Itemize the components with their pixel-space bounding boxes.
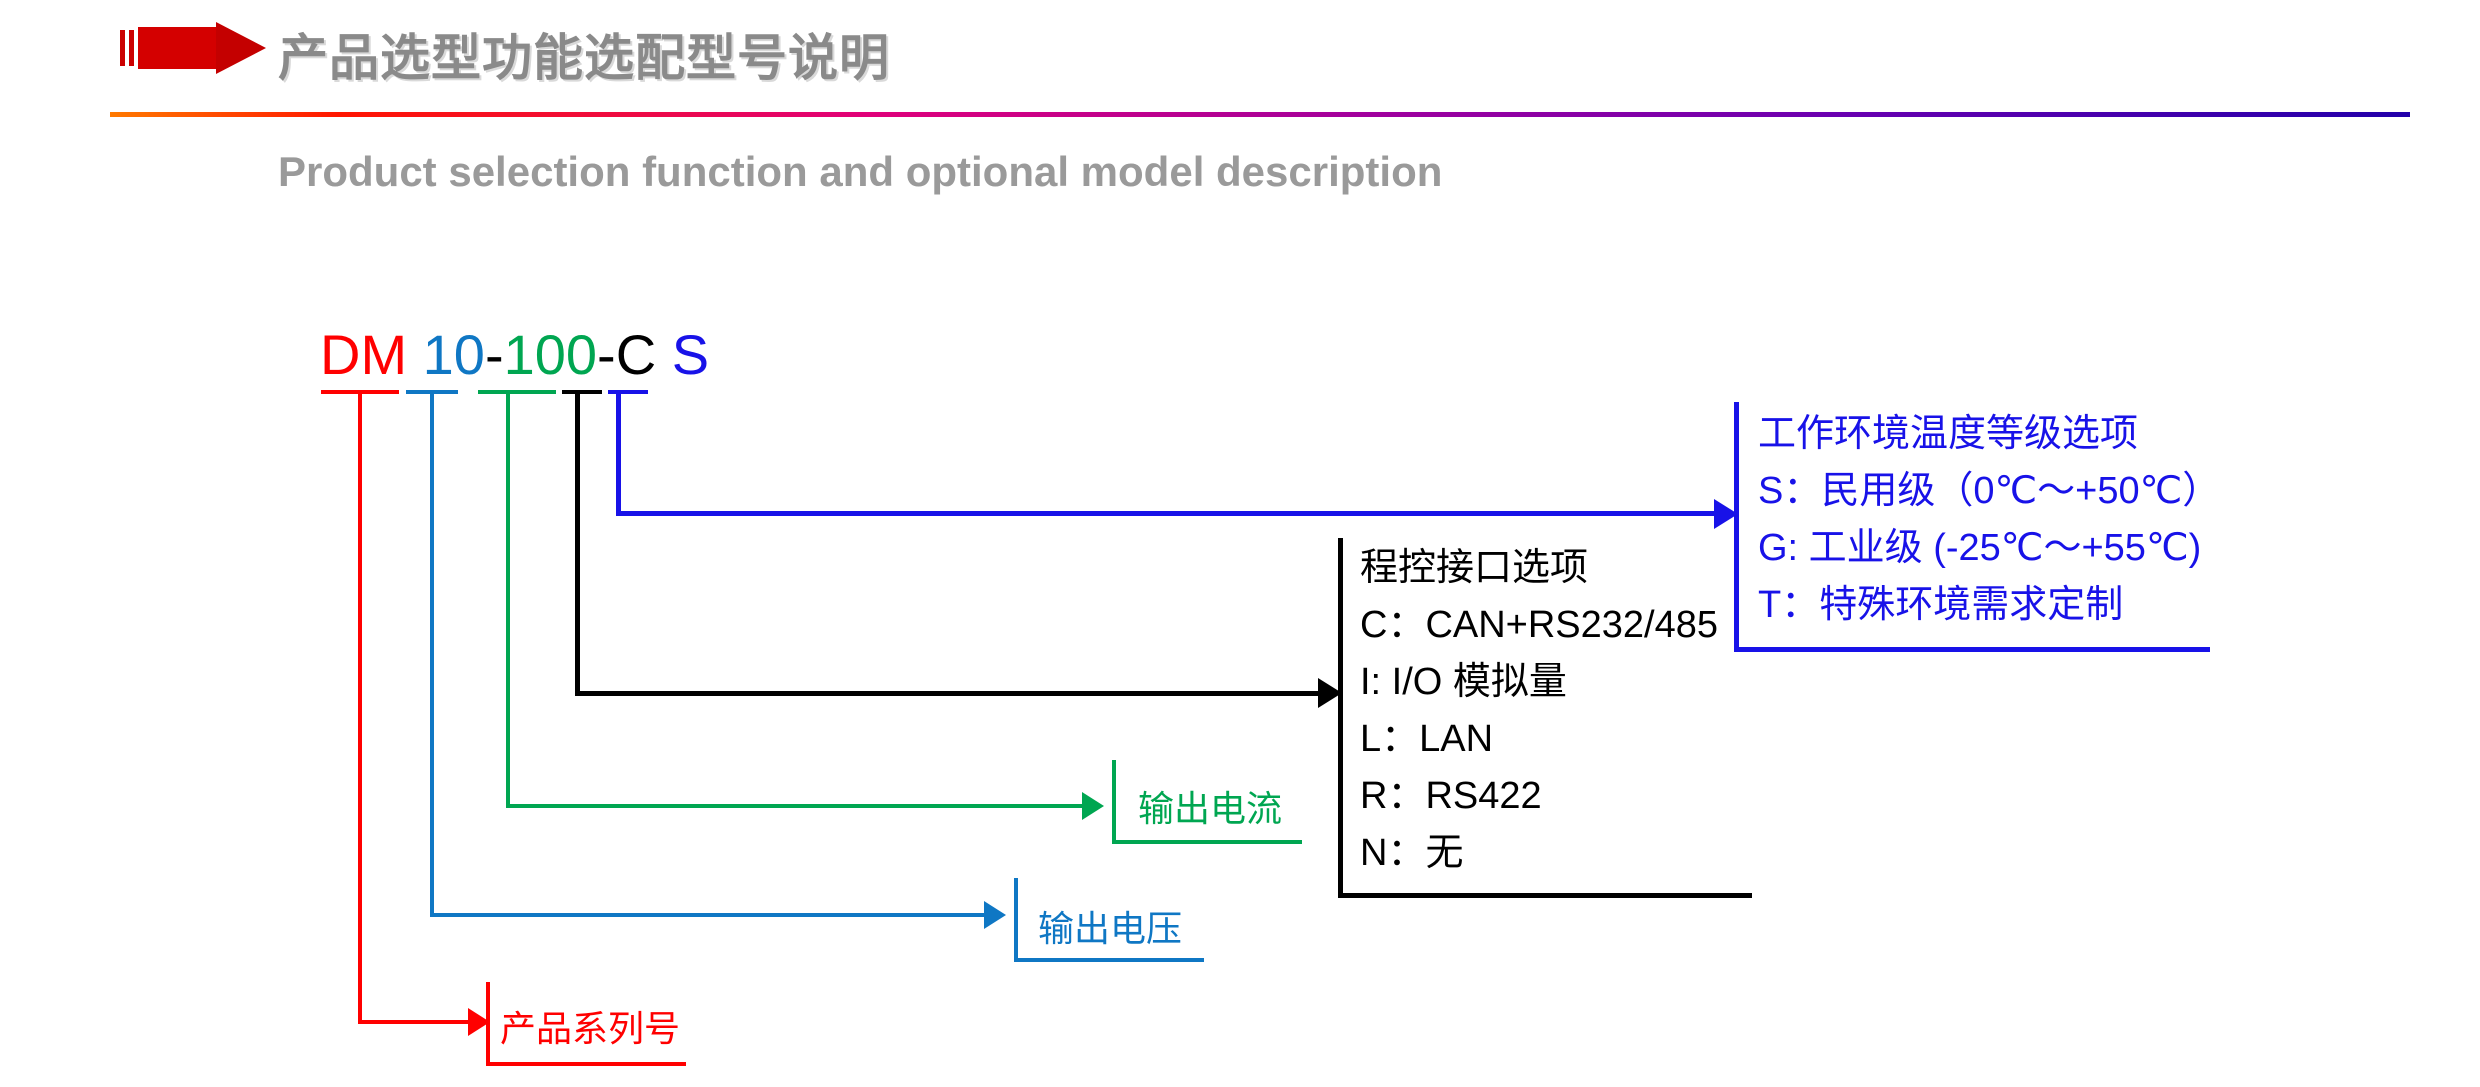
current-label-bracket-bottom <box>1112 840 1302 844</box>
code-dash-2: - <box>597 323 616 386</box>
temperature-block-bracket-vertical <box>1734 402 1739 652</box>
code-segment-current: 100 <box>503 323 598 386</box>
interface-options-block: 程控接口选项 C：CAN+RS232/485 I: I/O 模拟量 L：LAN … <box>1360 540 1718 882</box>
code-segment-voltage: 10 <box>422 323 485 386</box>
interface-option-n: N：无 <box>1360 832 1464 874</box>
page-subtitle: Product selection function and optional … <box>278 148 1443 195</box>
leader-series-vertical <box>358 390 362 1024</box>
interface-option-i: I: I/O 模拟量 <box>1360 661 1567 703</box>
leader-voltage-horizontal <box>430 913 986 917</box>
underline-interface <box>562 390 602 394</box>
temperature-option-t: T：特殊环境需求定制 <box>1758 584 2124 626</box>
temperature-option-g: G: 工业级 (-25℃～+55℃) <box>1758 527 2202 569</box>
temperature-block-bracket-bottom <box>1734 647 2210 652</box>
callout-series-label: 产品系列号 <box>500 1008 681 1049</box>
callout-current-label: 输出电流 <box>1138 788 1283 829</box>
temperature-option-s: S：民用级（0℃～+50℃） <box>1758 470 2221 512</box>
interface-block-bracket-bottom <box>1338 893 1752 898</box>
underline-current <box>478 390 556 394</box>
voltage-label-bracket-vertical <box>1014 878 1018 962</box>
callout-voltage-label: 输出电压 <box>1038 908 1183 949</box>
leader-interface-vertical <box>575 390 580 696</box>
leader-interface-horizontal <box>575 691 1321 696</box>
model-code: DM 10-100-C S <box>320 322 709 387</box>
temperature-options-title: 工作环境温度等级选项 <box>1758 413 2139 455</box>
current-label-bracket-vertical <box>1112 760 1116 844</box>
leader-current-arrowhead <box>1082 792 1104 820</box>
interface-block-bracket-vertical <box>1338 538 1343 898</box>
interface-option-r: R：RS422 <box>1360 775 1542 817</box>
leader-temperature-vertical <box>616 390 621 516</box>
right-arrow-icon <box>120 22 270 74</box>
code-segment-temperature: S <box>671 323 710 386</box>
page-title: 产品选型功能选配型号说明 <box>278 30 890 86</box>
leader-series-horizontal <box>358 1020 470 1024</box>
interface-option-c: C：CAN+RS232/485 <box>1360 604 1719 646</box>
leader-series-arrowhead <box>468 1008 490 1036</box>
leader-current-horizontal <box>506 804 1084 808</box>
underline-temperature <box>608 390 648 394</box>
code-segment-interface: C <box>615 323 657 386</box>
series-label-bracket-vertical <box>486 982 490 1066</box>
leader-voltage-vertical <box>430 390 434 917</box>
leader-current-vertical <box>506 390 510 808</box>
leader-voltage-arrowhead <box>984 901 1006 929</box>
voltage-label-bracket-bottom <box>1014 958 1204 962</box>
code-dash-1: - <box>484 323 504 386</box>
interface-options-title: 程控接口选项 <box>1360 547 1589 589</box>
code-segment-series: DM <box>320 323 408 386</box>
series-label-bracket-bottom <box>486 1062 686 1066</box>
interface-option-l: L：LAN <box>1360 718 1494 760</box>
leader-temperature-horizontal <box>616 511 1718 516</box>
header-divider <box>110 112 2410 117</box>
temperature-options-block: 工作环境温度等级选项 S：民用级（0℃～+50℃） G: 工业级 (-25℃～+… <box>1758 406 2220 634</box>
